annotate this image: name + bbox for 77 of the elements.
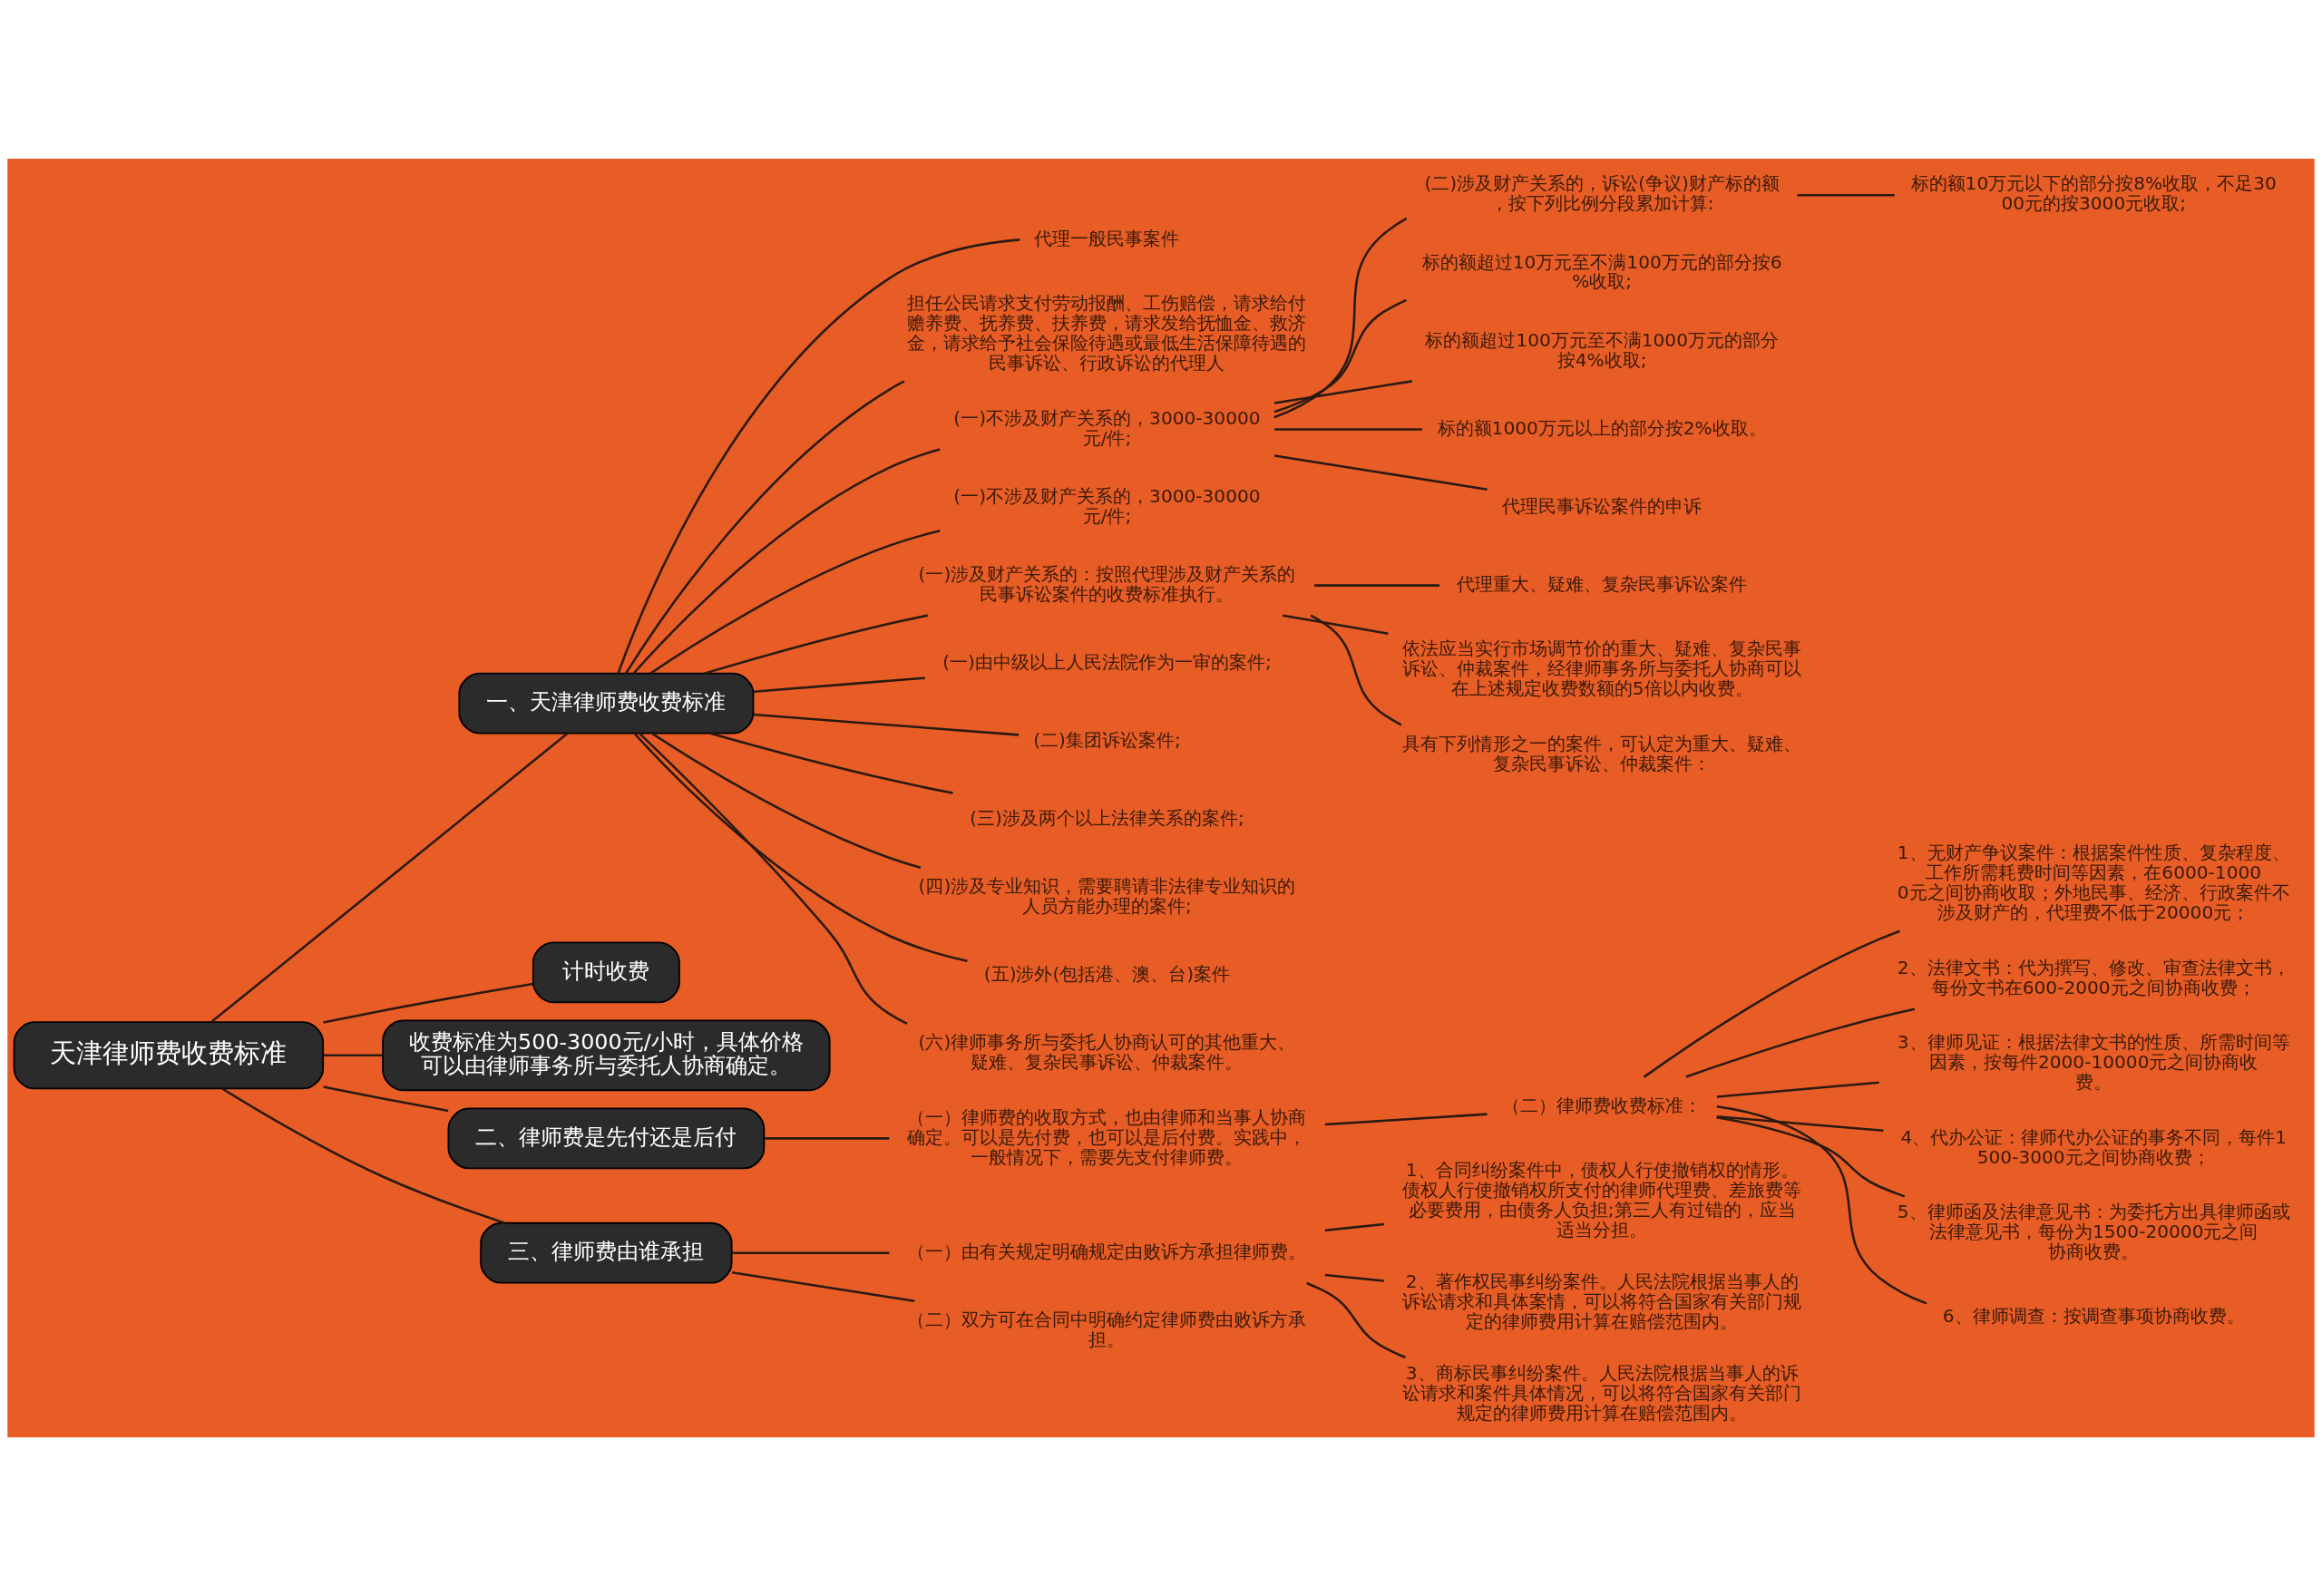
connector (1314, 584, 1440, 587)
connector (1282, 614, 1389, 635)
node-text: 标的额1000万元以上的部分按2%收取。 (1437, 416, 1767, 439)
connector (639, 732, 908, 1025)
node-text: (一)不涉及财产关系的，3000-30000元/件; (953, 484, 1261, 527)
node-text: （一）律师费的收取方式，也由律师和当事人协商确定。可以是先付费，也可以是后付费。实践中，一般情况下，需要先支付律师费。 (907, 1105, 1307, 1168)
node-text: (四)涉及专业知识，需要聘请非法律专业知识的人员方能办理的案件; (918, 875, 1296, 917)
node-text: （一）由有关规定明确规定由败诉方承担律师费。 (907, 1240, 1307, 1262)
node-text: 3、律师见证：根据法律文书的性质、所需时间等因素，按每件2000-10000元之间协商收费。 (1897, 1031, 2290, 1094)
connector (1716, 1105, 1927, 1305)
connector (1716, 1116, 1906, 1198)
connector (1797, 194, 1895, 197)
connector (625, 380, 905, 675)
connector (1324, 1113, 1488, 1126)
connector (1274, 428, 1422, 431)
connector (1306, 1281, 1406, 1359)
node-text: (一)不涉及财产关系的，3000-30000元/件; (953, 406, 1261, 449)
connector (732, 1270, 915, 1303)
node-text: (一)涉及财产关系的：按照代理涉及财产关系的民事诉讼案件的收费标准执行。 (918, 562, 1296, 605)
node-text: 具有下列情形之一的案件，可认定为重大、疑难、复杂民事诉讼、仲裁案件： (1402, 732, 1802, 774)
connector (732, 1251, 890, 1254)
node-text: 1、合同纠纷案件中，债权人行使撤销权的情形。债权人行使撤销权所支付的律师代理费、差旅费等必要费用，由债务人负担;第三人有过错的，应当适当分担。 (1402, 1159, 1802, 1241)
node-text: 标的额超过10万元至不满100万元的部分按6%收取; (1421, 250, 1782, 293)
node-text: 2、著作权民事纠纷案件。人民法院根据当事人的诉讼请求和具体案情，可以将符合国家有关部门规定的律师费用计算在赔偿范围内。 (1402, 1270, 1802, 1332)
connector (1273, 454, 1488, 491)
node-text: 标的额超过100万元至不满1000万元的部分按4%收取; (1425, 328, 1779, 371)
connector (633, 733, 968, 962)
connector (753, 676, 925, 693)
node-box: 三、律师费由谁承担 (480, 1221, 733, 1284)
connector (1716, 1081, 1879, 1098)
connector (1324, 1222, 1385, 1232)
connector (221, 1087, 505, 1224)
node-text: (三)涉及两个以上法律关系的案件; (970, 806, 1244, 829)
connector (1273, 298, 1407, 414)
connector (765, 1137, 890, 1140)
node-text: (一)由中级以上人民法院作为一审的案件; (942, 650, 1272, 673)
node-text: （二）律师费收费标准： (1502, 1094, 1702, 1116)
connector (649, 530, 941, 675)
connector (1643, 929, 1901, 1078)
connector (633, 448, 941, 674)
connector (1273, 380, 1412, 404)
connector (709, 732, 953, 794)
node-box: 计时收费 (532, 941, 680, 1004)
connector (753, 713, 1020, 736)
node-text: (二)涉及财产关系的，诉讼(争议)财产标的额，按下列比例分段累加计算: (1424, 172, 1780, 215)
connector (1716, 1114, 1884, 1133)
node-box: 天津律师费收费标准 (13, 1021, 325, 1090)
node-text: 代理重大、疑难、复杂民事诉讼案件 (1457, 572, 1748, 595)
node-box: 收费标准为500-3000元/小时，具体价格可以由律师事务所与委托人协商确定。 (382, 1019, 831, 1092)
node-text: 4、代办公证：律师代办公证的事务不同，每件1500-3000元之间协商收费； (1900, 1125, 2288, 1168)
node-text: 代理民事诉讼案件的申诉 (1502, 494, 1702, 517)
node-text: (六)律师事务所与委托人协商认可的其他重大、疑难、复杂民事诉讼、仲裁案件。 (918, 1031, 1296, 1074)
connector (1310, 614, 1402, 726)
connector (323, 982, 533, 1024)
node-text: 2、法律文书：代为撰写、修改、审查法律文书，每份文书在600-2000元之间协商收费； (1897, 956, 2290, 998)
node-text: 代理一般民事案件 (1034, 227, 1180, 249)
node-text: 1、无财产争议案件：根据案件性质、复杂程度、工作所需耗费时间等因素，在6000-10000元之间协商收取；外地民事、经济、行政案件不涉及财产的，代理费不低于20000元； (1897, 842, 2290, 924)
connector (210, 732, 569, 1023)
node-text: (五)涉外(包括港、澳、台)案件 (983, 963, 1231, 986)
connector (1324, 1273, 1384, 1282)
node-box: 一、天津律师费收费标准 (458, 672, 755, 735)
node-text: 依法应当实行市场调节价的重大、疑难、复杂民事诉讼、仲裁案件，经律师事务所与委托人协商可以在上述规定收费数额的5倍以内收费。 (1402, 637, 1802, 700)
node-text: （二）双方可在合同中明确约定律师费由败诉方承担。 (907, 1308, 1307, 1350)
connector (651, 732, 922, 869)
node-text: 担任公民请求支付劳动报酬、工伤赔偿，请求给付赡养费、抚养费、扶养费，请求发给抚恤金、救济金，请求给予社会保险待遇或最低生活保障待遇的民事诉讼、行政诉讼的代理人 (907, 292, 1307, 375)
node-box: 二、律师费是先付还是后付 (447, 1107, 766, 1170)
node-text: 标的额10万元以下的部分按8%收取，不足3000元的按3000元收取; (1910, 172, 2277, 215)
connector (704, 614, 929, 675)
connector (1273, 217, 1408, 419)
node-text: 6、律师调查：按调查事项协商收费。 (1942, 1305, 2245, 1328)
node-text: (二)集团诉讼案件; (1033, 728, 1181, 751)
node-text: 3、商标民事纠纷案件。人民法院根据当事人的诉讼请求和案件具体情况，可以将符合国家有关部门规定的律师费用计算在赔偿范围内。 (1402, 1361, 1802, 1424)
connector (323, 1054, 384, 1057)
connector (323, 1085, 449, 1113)
node-text: 5、律师函及法律意见书：为委托方出具律师函或法律意见书，每份为1500-20000元之间协商收费。 (1897, 1200, 2290, 1262)
connector (617, 238, 1020, 674)
connector (1685, 1007, 1916, 1078)
